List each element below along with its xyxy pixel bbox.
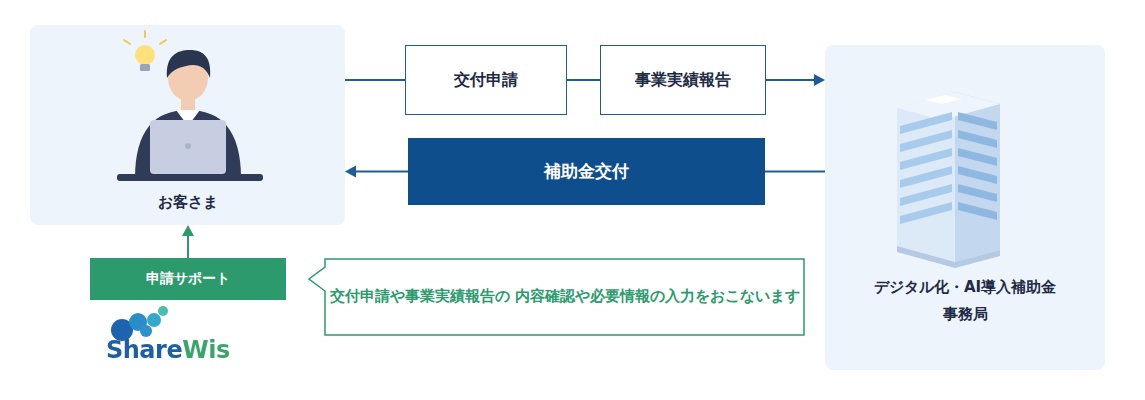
node-text: 交付申請 <box>454 69 518 91</box>
connector <box>182 225 194 258</box>
connector-line <box>765 171 825 173</box>
grant-box: 補助金交付 <box>408 138 765 205</box>
arrow-head <box>182 225 194 236</box>
logo-text: ShareWis <box>106 336 230 364</box>
person-illustration <box>117 50 263 181</box>
arrow-head <box>345 166 356 178</box>
connector <box>567 80 600 81</box>
connector <box>765 171 825 172</box>
arrow-head <box>814 74 825 86</box>
node-text: デジタル化・AI導入補助金 事務局 <box>868 274 1063 328</box>
node-text: 事業実績報告 <box>635 69 731 91</box>
building-illustration <box>897 92 1000 268</box>
process-box: 交付申請 <box>405 45 567 115</box>
connector <box>345 80 405 81</box>
connector-line <box>187 235 189 258</box>
node-text: 補助金交付 <box>544 160 629 184</box>
customer-box: お客さま <box>30 25 345 225</box>
connector-line <box>355 171 408 173</box>
connector-line <box>766 79 815 81</box>
connector-line <box>345 79 405 81</box>
connector <box>345 166 408 178</box>
node-text: お客さま <box>158 192 218 213</box>
connector <box>766 74 825 86</box>
connector-line <box>567 79 600 81</box>
process-box: 事業実績報告 <box>600 45 766 115</box>
support-box: 申請サポート <box>90 258 286 300</box>
office-box: デジタル化・AI導入補助金 事務局 <box>825 45 1105 370</box>
lightbulb-icon <box>124 31 166 71</box>
callout-bubble: 交付申請や事業実績報告の 内容確認や必要情報の入力をおこないます <box>305 258 805 336</box>
node-text: 申請サポート <box>146 269 230 289</box>
node-text: 交付申請や事業実績報告の 内容確認や必要情報の入力をおこないます <box>330 284 800 310</box>
